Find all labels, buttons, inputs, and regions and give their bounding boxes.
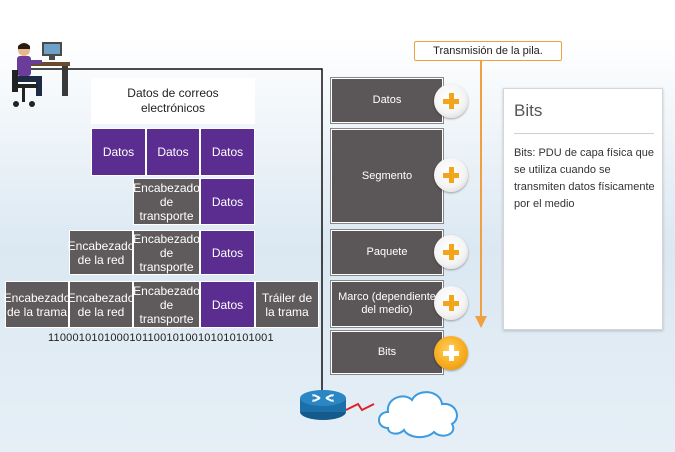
frame-transport-header-block: Encabezado de transporte xyxy=(133,281,200,328)
info-panel-divider xyxy=(514,133,654,134)
network-header-block: Encabezado de la red xyxy=(68,230,134,275)
stack-transmission-label: Transmisión de la pila. xyxy=(414,41,562,61)
segment-data-3: Datos xyxy=(200,128,255,176)
layer-segment[interactable]: Segmento xyxy=(331,129,443,223)
frame-trailer-block: Tráiler de la trama xyxy=(255,281,319,328)
frame-network-header-block: Encabezado de la red xyxy=(68,281,134,328)
stack-arrow-head xyxy=(475,316,487,328)
expand-frame-plus-icon[interactable] xyxy=(434,286,468,320)
expand-data-plus-icon[interactable] xyxy=(434,84,468,118)
router-icon xyxy=(300,390,346,420)
layer-data[interactable]: Datos xyxy=(331,78,443,123)
workstation-user-icon xyxy=(12,42,70,107)
bitstream-text: 110001010100010110010100101010101001 xyxy=(48,332,274,344)
frame-header-block: Encabezado de la trama xyxy=(4,281,70,328)
expand-segment-plus-icon[interactable] xyxy=(434,158,468,192)
network-data-block: Datos xyxy=(200,230,255,275)
cloud-icon xyxy=(378,391,458,438)
expand-packet-plus-icon[interactable] xyxy=(434,235,468,269)
transport-data-block: Datos xyxy=(200,178,255,225)
network-transport-header-block: Encabezado de transporte xyxy=(133,230,200,275)
segment-data-1: Datos xyxy=(91,128,146,176)
transport-header-block: Encabezado de transporte xyxy=(133,178,200,225)
expand-bits-plus-icon[interactable] xyxy=(434,336,468,370)
info-panel-heading: Bits xyxy=(514,101,543,120)
info-panel: Bits Bits: PDU de capa física que se uti… xyxy=(503,88,663,330)
email-data-block: Datos de correos electrónicos xyxy=(91,78,255,124)
frame-data-block: Datos xyxy=(200,281,255,328)
layer-bits[interactable]: Bits xyxy=(331,331,443,374)
wan-link-icon xyxy=(345,402,375,412)
segment-data-2: Datos xyxy=(146,128,200,176)
layer-frame[interactable]: Marco (dependiente del medio) xyxy=(331,281,443,327)
info-panel-body: Bits: PDU de capa física que se utiliza … xyxy=(514,147,655,210)
layer-packet[interactable]: Paquete xyxy=(331,230,443,275)
